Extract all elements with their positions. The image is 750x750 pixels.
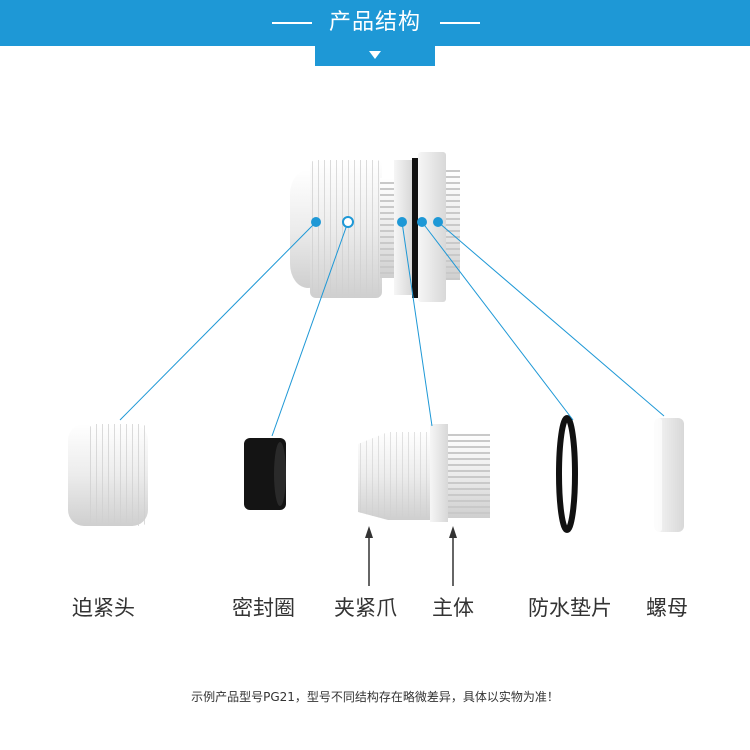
part-body [358, 424, 490, 522]
label-body: 主体 [432, 592, 474, 622]
label-seal: 密封圈 [232, 592, 295, 622]
label-cap: 迫紧头 [72, 592, 135, 622]
claw-arrow [365, 526, 373, 586]
part-cap [68, 424, 148, 526]
footer-note: 示例产品型号PG21，型号不同结构存在略微差异，具体以实物为准！ [0, 688, 750, 705]
label-gasket: 防水垫片 [528, 592, 612, 622]
part-seal [244, 438, 286, 510]
label-claw: 夹紧爪 [334, 592, 397, 622]
part-nut [654, 418, 684, 532]
label-nut: 螺母 [646, 592, 688, 622]
part-gasket [559, 418, 575, 530]
body-arrow [449, 526, 457, 586]
assembled-gland [290, 152, 460, 302]
